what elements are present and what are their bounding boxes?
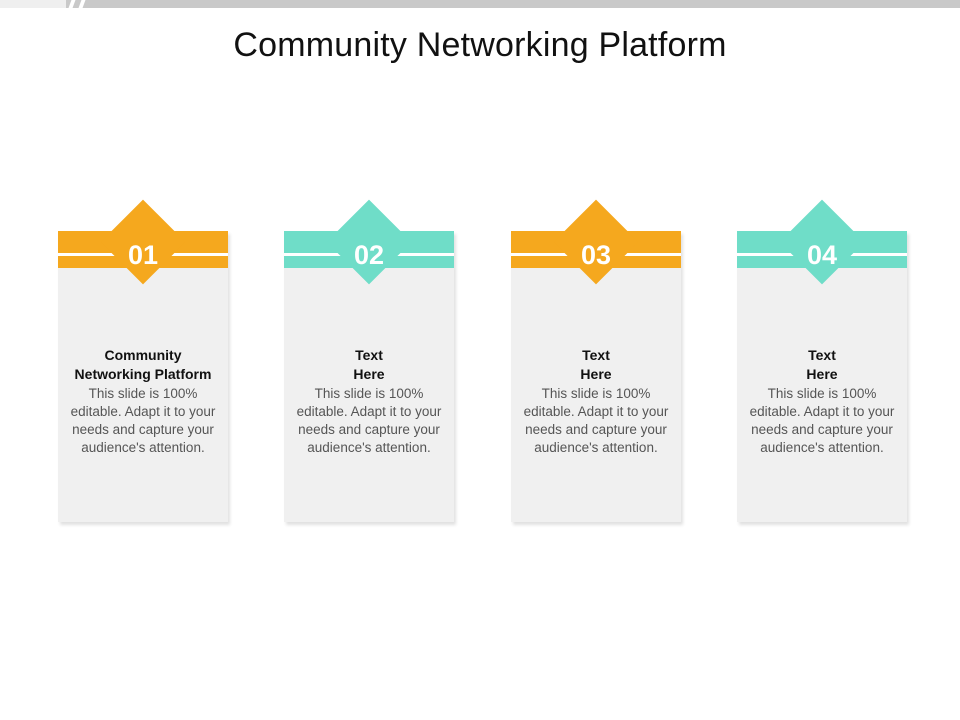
card-body-text: This slide is 100% editable. Adapt it to… (523, 386, 669, 455)
top-decorative-bar (0, 0, 960, 8)
card-number: 01 (127, 240, 159, 270)
info-card-03: 03 Text Here This slide is 100% editable… (511, 199, 681, 522)
card-number: 02 (353, 240, 385, 270)
card-heading: Text Here (511, 346, 681, 384)
card-heading-line: Here (580, 366, 612, 382)
card-heading-line: Text (355, 347, 383, 363)
card-body-text: This slide is 100% editable. Adapt it to… (70, 386, 216, 455)
card-heading-line: Networking Platform (74, 366, 212, 382)
card-body-text: This slide is 100% editable. Adapt it to… (749, 386, 895, 455)
slide-title: Community Networking Platform (233, 26, 727, 64)
top-bar-accent (0, 0, 66, 8)
info-card-02: 02 Text Here This slide is 100% editable… (284, 199, 454, 522)
card-heading: Text Here (737, 346, 907, 384)
card-heading-line: Community (104, 347, 182, 363)
card-heading: Community Networking Platform (58, 346, 228, 384)
card-heading-line: Text (808, 347, 836, 363)
info-card-01: 01 Community Networking Platform This sl… (58, 199, 228, 522)
card-body-text: This slide is 100% editable. Adapt it to… (296, 386, 442, 455)
info-card-04: 04 Text Here This slide is 100% editable… (737, 199, 907, 522)
card-heading-line: Here (806, 366, 838, 382)
card-number: 04 (806, 240, 838, 270)
card-heading-line: Here (353, 366, 385, 382)
card-number: 03 (580, 240, 612, 270)
card-heading-line: Text (582, 347, 610, 363)
card-heading: Text Here (284, 346, 454, 384)
